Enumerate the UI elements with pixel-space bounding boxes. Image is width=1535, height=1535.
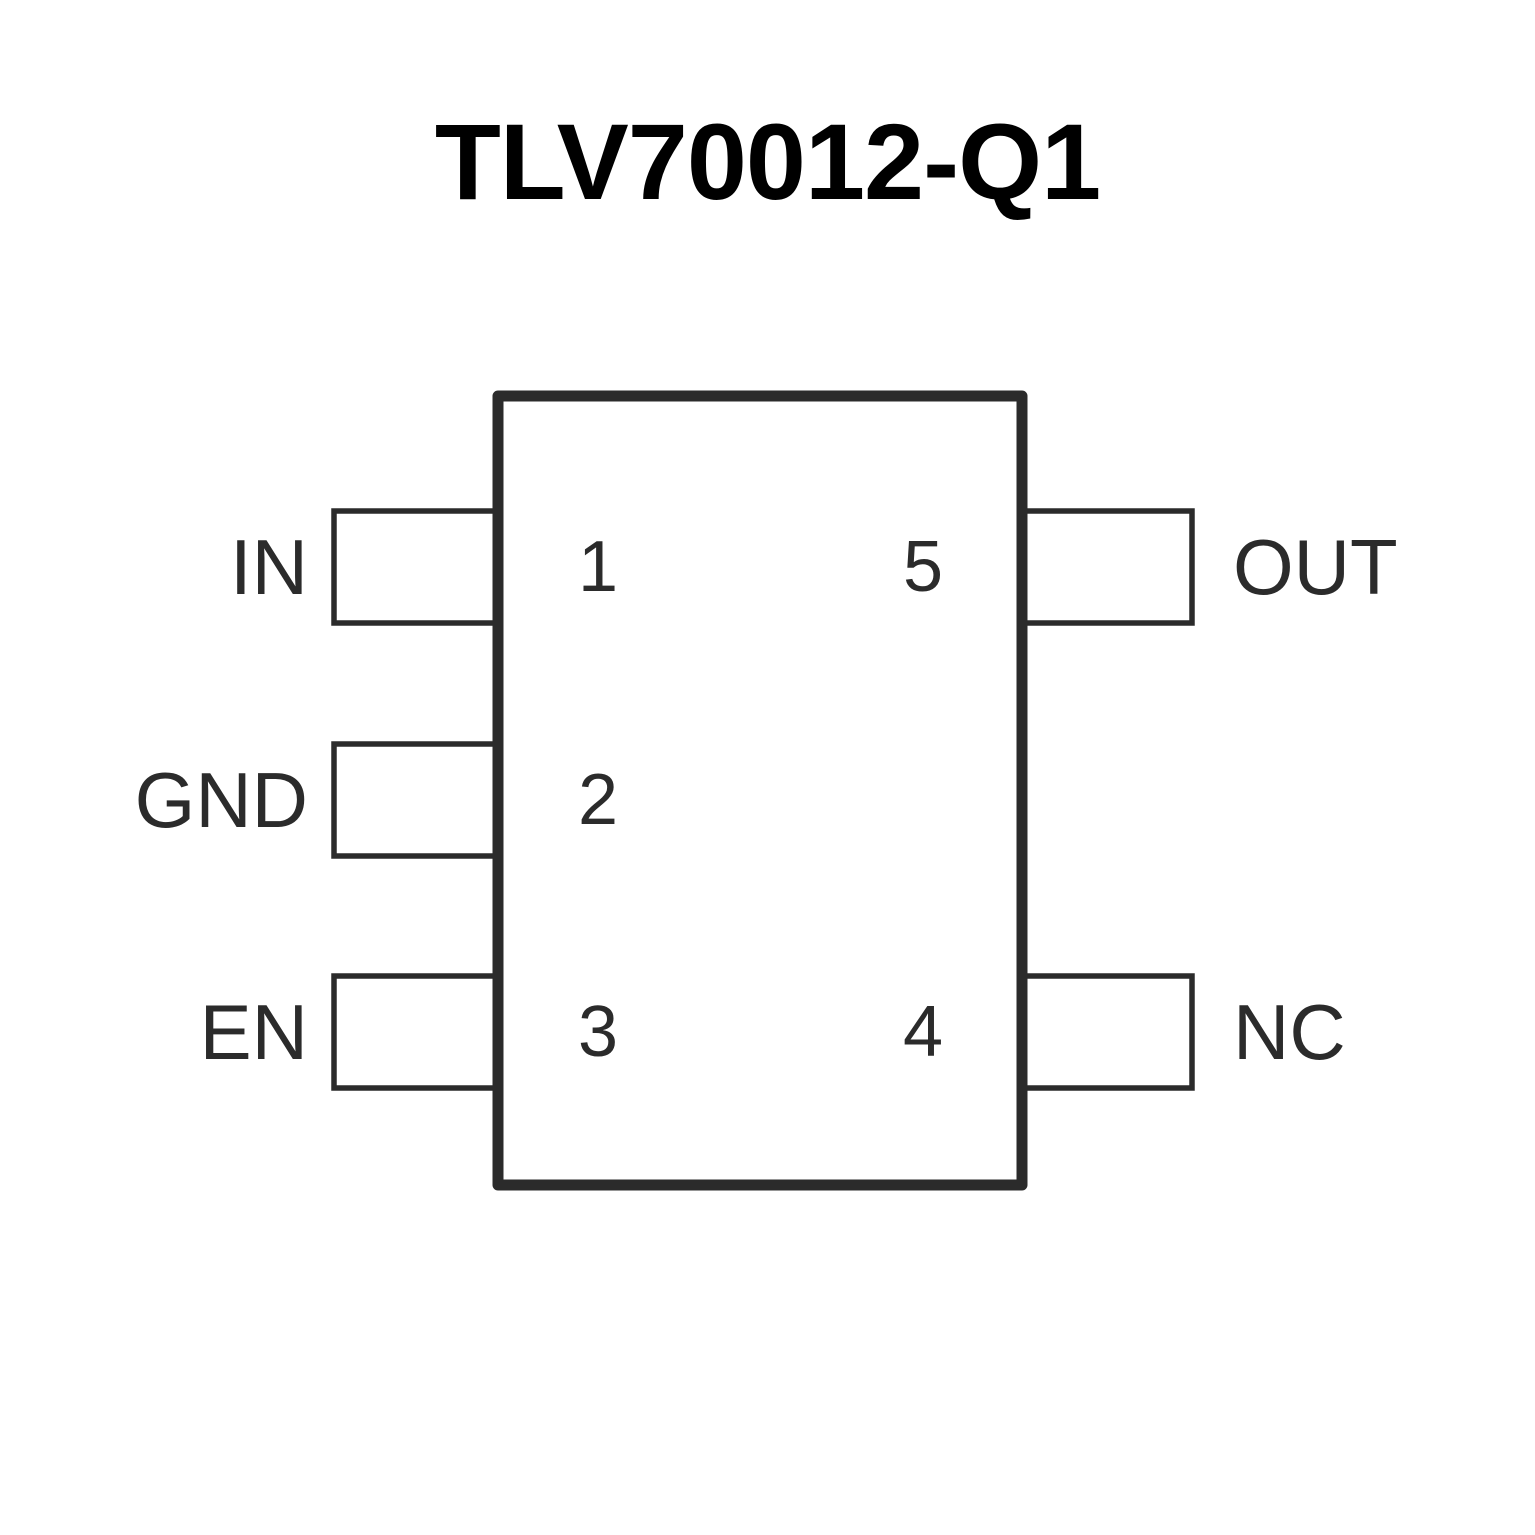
package-body [492,390,1028,1191]
pin-label-in: IN [230,523,308,611]
pin-label-gnd: GND [135,756,308,844]
lead-pin-2 [331,741,509,859]
pin-number-1: 1 [578,527,618,607]
lead-pin-1 [331,508,509,626]
lead-pin-5 [1013,508,1195,626]
pin-number-3: 3 [578,992,618,1072]
pin-label-nc: NC [1233,988,1346,1076]
pin-number-4: 4 [903,992,943,1072]
page-title: TLV70012-Q1 [434,101,1101,222]
lead-pin-4 [1013,973,1195,1091]
pin-number-2: 2 [578,760,618,840]
pin-label-en: EN [200,988,308,1076]
pin-number-5: 5 [903,527,943,607]
pin-label-out: OUT [1233,523,1398,611]
lead-pin-3 [331,973,509,1091]
